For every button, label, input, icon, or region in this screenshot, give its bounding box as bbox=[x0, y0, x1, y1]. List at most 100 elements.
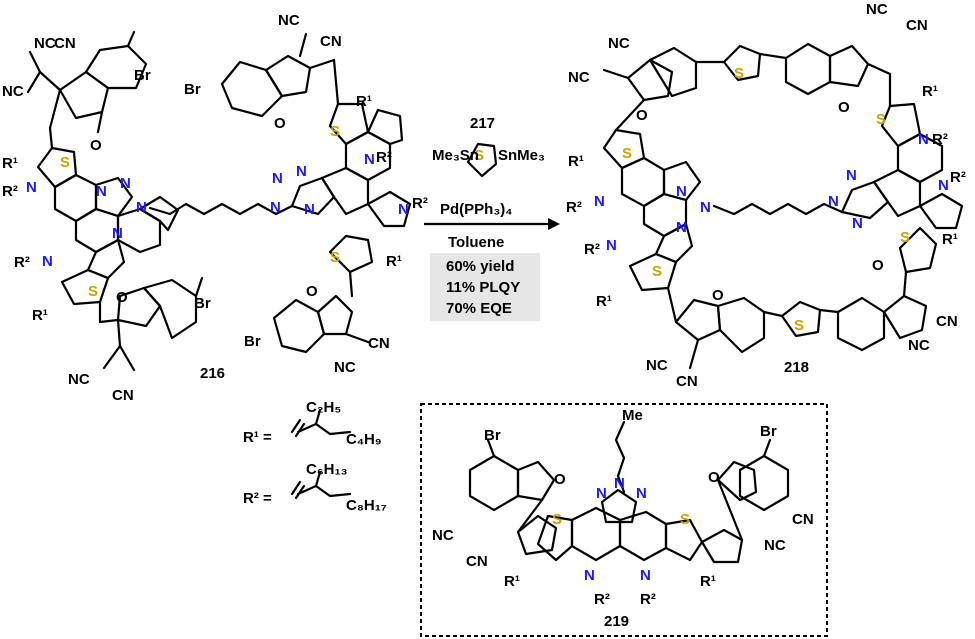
n-label: N bbox=[96, 183, 107, 200]
o-label: O bbox=[90, 137, 102, 154]
r2-label: R² bbox=[2, 183, 18, 200]
r2-squiggle-bond bbox=[290, 470, 352, 500]
r1-definition-label: R¹ = bbox=[243, 429, 272, 446]
s-label: S bbox=[734, 65, 744, 82]
br-label: Br bbox=[760, 423, 777, 440]
n-label: N bbox=[676, 183, 687, 200]
r1-label: R¹ bbox=[504, 573, 520, 590]
o-label: O bbox=[554, 471, 566, 488]
s-label: S bbox=[330, 249, 340, 266]
cn-label: CN bbox=[466, 553, 488, 570]
r2-label: R² bbox=[14, 254, 30, 271]
n-label: N bbox=[112, 225, 123, 242]
o-label: O bbox=[274, 115, 286, 132]
cn-label: CN bbox=[906, 17, 928, 34]
r1-ethyl-label: C₂H₅ bbox=[306, 399, 341, 416]
r1-label: R¹ bbox=[356, 93, 372, 110]
o-label: O bbox=[306, 283, 318, 300]
s-label: S bbox=[622, 145, 632, 162]
compound-label-218: 218 bbox=[784, 359, 809, 376]
n-label: N bbox=[26, 179, 37, 196]
o-label: O bbox=[838, 99, 850, 116]
n-label: N bbox=[136, 199, 147, 216]
cn-label: CN bbox=[54, 35, 76, 52]
nc-label: NC bbox=[2, 83, 24, 100]
o-label: O bbox=[708, 469, 720, 486]
n-label: N bbox=[596, 485, 607, 502]
cn-label: NC bbox=[34, 35, 56, 52]
compound-216-structure bbox=[26, 30, 412, 372]
s-label: S bbox=[60, 154, 70, 171]
n-label: N bbox=[594, 193, 605, 210]
s-label: S bbox=[680, 511, 690, 528]
n-label: N bbox=[640, 567, 651, 584]
o-label: O bbox=[636, 107, 648, 124]
r1-label: R¹ bbox=[386, 253, 402, 270]
nc-label: NC bbox=[432, 527, 454, 544]
o-label: O bbox=[872, 257, 884, 274]
n-label: N bbox=[846, 167, 857, 184]
nc-label: NC bbox=[68, 371, 90, 388]
plqy-label: 11% PLQY bbox=[446, 279, 520, 296]
r2-hexyl-label: C₆H₁₃ bbox=[306, 461, 348, 478]
r1-label: R¹ bbox=[568, 153, 584, 170]
o-label: O bbox=[712, 287, 724, 304]
n-label: N bbox=[614, 475, 625, 492]
compound-label-219: 219 bbox=[604, 613, 629, 630]
compound-219-box bbox=[420, 403, 828, 637]
nc-label: NC bbox=[866, 1, 888, 18]
sn-right-label: SnMe₃ bbox=[498, 147, 545, 164]
substituent-definitions: R¹ = C₂H₅ C₄H₉ R² = C₆H₁₃ C₈H₁₇ bbox=[243, 399, 387, 514]
nc-label: NC bbox=[334, 359, 356, 376]
reagent-label-217: 217 bbox=[470, 115, 495, 132]
yield-label: 60% yield bbox=[446, 258, 514, 275]
n-label: N bbox=[304, 201, 315, 218]
r2-octyl-label: C₈H₁₇ bbox=[346, 497, 387, 514]
me-label: Me bbox=[622, 407, 643, 424]
r2-label: R² bbox=[950, 169, 966, 186]
nc-label: NC bbox=[568, 69, 590, 86]
solvent-label: Toluene bbox=[448, 234, 504, 251]
n-label: N bbox=[636, 485, 647, 502]
br-label: Br bbox=[134, 67, 151, 84]
br-label: Br bbox=[244, 333, 261, 350]
nc-label: NC bbox=[278, 12, 300, 29]
r1-butyl-label: C₄H₉ bbox=[346, 431, 382, 448]
cn-label: CN bbox=[792, 511, 814, 528]
s-label: S bbox=[330, 123, 340, 140]
catalyst-label: Pd(PPh₃)₄ bbox=[440, 201, 512, 218]
s-label: S bbox=[88, 283, 98, 300]
r2-label: R² bbox=[412, 195, 428, 212]
nc-label: NC bbox=[608, 35, 630, 52]
n-label: N bbox=[296, 163, 307, 180]
nc-label: NC bbox=[646, 357, 668, 374]
br-label: Br bbox=[194, 295, 211, 312]
reaction-arrowhead bbox=[548, 218, 560, 230]
s-label: S bbox=[794, 317, 804, 334]
n-label: N bbox=[398, 201, 409, 218]
n-label: N bbox=[852, 215, 863, 232]
compound-218-structure bbox=[602, 42, 964, 370]
r2-definition-label: R² = bbox=[243, 490, 272, 507]
s-label: S bbox=[900, 229, 910, 246]
eqe-label: 70% EQE bbox=[446, 300, 512, 317]
compound-label-216: 216 bbox=[200, 365, 225, 382]
r1-label: R¹ bbox=[922, 83, 938, 100]
n-label: N bbox=[700, 199, 711, 216]
r1-label: R¹ bbox=[700, 573, 716, 590]
r2-label: R² bbox=[566, 199, 582, 216]
cn-label: CN bbox=[112, 387, 134, 404]
n-label: N bbox=[918, 131, 929, 148]
s-label: S bbox=[876, 111, 886, 128]
o-label: O bbox=[116, 289, 128, 306]
reaction-conditions: 217 S Me₃Sn SnMe₃ Pd(PPh₃)₄ Toluene 60% … bbox=[424, 115, 560, 321]
r1-label: R¹ bbox=[942, 231, 958, 248]
n-label: N bbox=[828, 193, 839, 210]
br-label: Br bbox=[484, 427, 501, 444]
n-label: N bbox=[120, 175, 131, 192]
r2-label: R² bbox=[376, 149, 392, 166]
s-label: S bbox=[652, 263, 662, 280]
r1-squiggle-bond bbox=[290, 408, 352, 438]
r2-label: R² bbox=[640, 591, 656, 608]
